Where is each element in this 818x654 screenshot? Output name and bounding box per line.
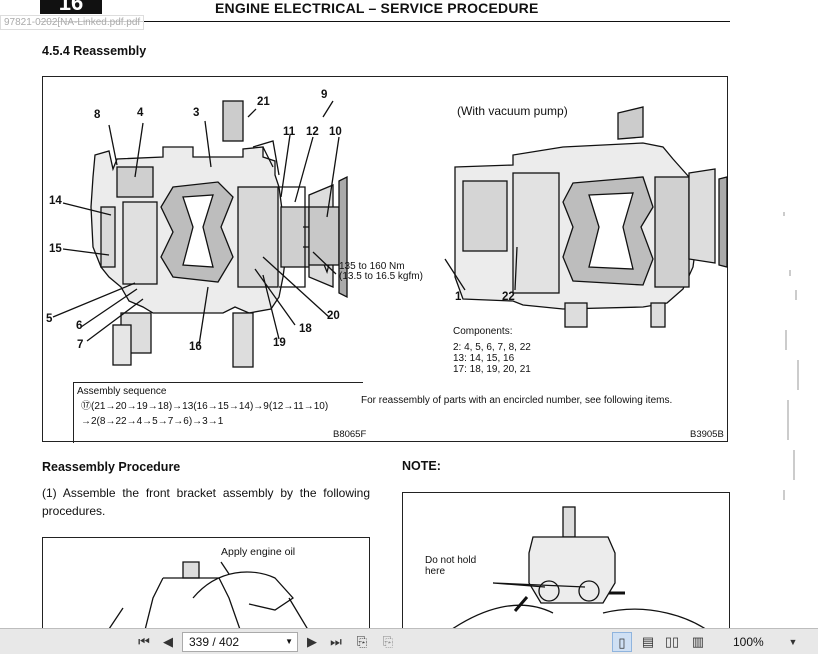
label-14: 14: [49, 195, 62, 207]
label-6: 6: [76, 320, 83, 332]
assembly-line-1: ⑰(21→20→19→18)→13(16→15→14)→9(12→11→10): [81, 401, 329, 412]
go-forward-icon[interactable]: ⎘: [382, 634, 394, 649]
vacuum-pump-caption: (With vacuum pump): [457, 104, 568, 118]
components-title: Components:: [453, 326, 513, 337]
components-row: 17: 18, 19, 20, 21: [453, 364, 531, 375]
torque-spec-kgfm: (13.5 to 16.5 kgfm): [339, 271, 423, 282]
zoom-level[interactable]: 100%: [733, 635, 764, 649]
alternator-drawing: [52, 100, 728, 368]
label-8: 8: [94, 109, 101, 121]
header-rule: [40, 21, 730, 22]
chevron-down-icon: ▼: [285, 637, 293, 646]
label-15: 15: [49, 243, 62, 255]
label-4: 4: [137, 107, 144, 119]
label-10: 10: [329, 126, 342, 138]
label-20: 20: [327, 310, 340, 322]
single-page-view-icon[interactable]: ▯: [612, 632, 632, 652]
assembly-title: Assembly sequence: [77, 386, 167, 397]
torque-spec-nm: 135 to 160 Nm: [339, 261, 405, 272]
components-list: Components: 2: 4, 5, 6, 7, 8, 22 13: 14,…: [453, 326, 531, 375]
hold-figure: Do not hold here: [402, 492, 730, 628]
section-number-box: 16: [40, 0, 102, 14]
scan-noise: [783, 212, 799, 500]
label-12: 12: [306, 126, 319, 138]
label-3: 3: [193, 107, 200, 119]
note-title: NOTE:: [402, 459, 441, 473]
step-1: (1) Assemble the front bracket assembly …: [42, 486, 370, 518]
assembly-sequence: Assembly sequence ⑰(21→20→19→18)→13(16→1…: [73, 382, 363, 429]
figure-code-left: B8065F: [333, 429, 367, 440]
oil-drawing: [108, 561, 308, 628]
document-page: 16 ENGINE ELECTRICAL – SERVICE PROCEDURE…: [0, 0, 799, 628]
label-19: 19: [273, 337, 286, 349]
page-header-title: ENGINE ELECTRICAL – SERVICE PROCEDURE: [215, 0, 539, 16]
label-7: 7: [77, 339, 84, 351]
go-back-icon[interactable]: ⎘: [356, 634, 368, 649]
label-22: 22: [502, 291, 515, 303]
label-18: 18: [299, 323, 312, 335]
do-not-hold-label: Do not hold here: [425, 555, 477, 577]
label-9: 9: [321, 89, 328, 101]
hold-drawing: [452, 506, 705, 628]
section-title: 4.5.4 Reassembly: [42, 44, 147, 58]
assembly-line-2: →2(8→22→4→5→7→6)→3→1: [81, 416, 224, 427]
figure-code-right: B3905B: [690, 429, 724, 440]
next-page-icon[interactable]: ▶: [307, 634, 317, 649]
filename-tooltip: 97821-0202[NA-Linked.pdf.pdf: [0, 15, 145, 30]
last-page-icon[interactable]: ⏭: [330, 634, 342, 649]
continuous-facing-icon[interactable]: ▥: [691, 634, 705, 649]
reassembly-procedure-title: Reassembly Procedure: [42, 460, 181, 474]
components-row: 13: 14, 15, 16: [453, 353, 515, 364]
label-5: 5: [46, 313, 53, 325]
continuous-view-icon[interactable]: ▤: [641, 634, 655, 649]
label-1: 1: [455, 291, 462, 303]
encircled-note: For reassembly of parts with an encircle…: [361, 395, 673, 406]
facing-view-icon[interactable]: ▯▯: [664, 634, 680, 649]
oil-figure: Apply engine oil: [42, 537, 370, 628]
prev-page-icon[interactable]: ◀: [163, 634, 173, 649]
page-number-field[interactable]: 339 / 402 ▼: [182, 632, 298, 652]
components-row: 2: 4, 5, 6, 7, 8, 22: [453, 342, 531, 353]
alternator-figure: 8 4 3 21 9 11 12 10 14 15 5 6 7 16 19 18…: [42, 76, 728, 443]
label-16: 16: [189, 341, 202, 353]
pdf-toolbar: ⏮ ◀ 339 / 402 ▼ ▶ ⏭ ⎘ ⎘ ▯ ▤ ▯▯ ▥ 100% ▼: [0, 628, 818, 654]
zoom-chevron-down-icon[interactable]: ▼: [788, 637, 798, 647]
label-21: 21: [257, 96, 270, 108]
first-page-icon[interactable]: ⏮: [138, 634, 150, 649]
page-number-value: 339 / 402: [189, 635, 240, 649]
apply-oil-label: Apply engine oil: [221, 546, 296, 558]
assembly-box-border: [73, 382, 74, 443]
label-11: 11: [283, 126, 296, 138]
